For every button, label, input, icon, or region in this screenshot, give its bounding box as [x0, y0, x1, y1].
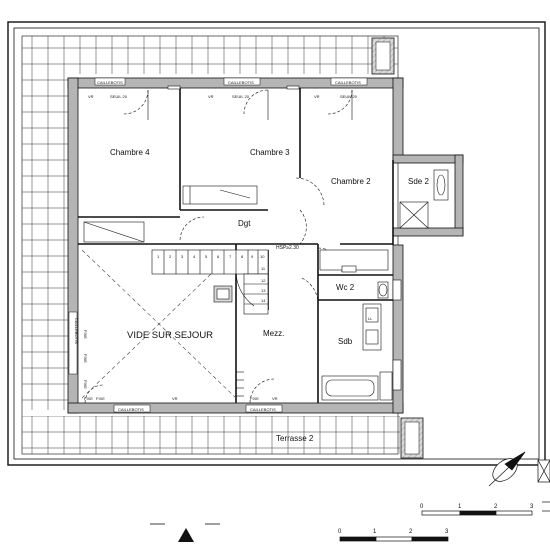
svg-text:1: 1 [458, 504, 462, 510]
svg-text:1: 1 [373, 529, 377, 535]
svg-text:3: 3 [530, 504, 534, 510]
svg-text:8: 8 [241, 254, 244, 259]
void-cross [81, 249, 237, 399]
svg-text:7: 7 [229, 254, 232, 259]
caillebotis-label: CAILLEBOTIS [74, 318, 79, 344]
svg-text:14: 14 [261, 298, 266, 303]
stair-numbers: 1 2 3 4 5 6 7 8 9 10 11 12 13 14 [157, 254, 266, 303]
room-mezz: Mezz. [263, 329, 284, 338]
room-wc-2: Wc 2 [336, 283, 355, 292]
room-labels: Chambre 4 Chambre 3 Chambre 2 Sde 2 Dgt … [110, 148, 429, 443]
svg-text:13: 13 [261, 288, 266, 293]
svg-text:2: 2 [169, 254, 172, 259]
scale-bar-upper [421, 501, 550, 516]
caillebotis-label: CAILLEBOTIS [335, 80, 361, 85]
svg-text:11: 11 [261, 266, 266, 271]
svg-text:2: 2 [494, 504, 498, 510]
room-chambre-3: Chambre 3 [250, 148, 290, 157]
scale-lower-labels: 0 1 2 3 [338, 529, 449, 535]
seuil-label: SEUIL 20 [110, 94, 128, 99]
vr-label: VR [208, 94, 214, 99]
direction-triangle-icon [150, 523, 220, 542]
mezzanine-railing [236, 371, 244, 397]
interior-walls [78, 88, 394, 403]
room-sde-2: Sde 2 [408, 177, 429, 186]
svg-text:10: 10 [260, 254, 265, 259]
svg-text:6: 6 [217, 254, 220, 259]
room-vide-sur-sejour: VIDE SUR SEJOUR [127, 330, 213, 341]
caillebotis-bottom: CAILLEBOTIS CAILLEBOTIS [113, 404, 283, 413]
caillebotis-left: CAILLEBOTIS [68, 311, 79, 375]
caillebotis-top: CAILLEBOTIS CAILLEBOTIS CAILLEBOTIS [94, 77, 368, 86]
room-dgt: Dgt [238, 219, 251, 228]
scale-upper-labels: 0 1 2 3 [420, 504, 534, 510]
staircase [151, 249, 269, 315]
vr-label: VR [88, 94, 94, 99]
room-chambre-2: Chambre 2 [331, 177, 371, 186]
terrace-tiles [21, 35, 400, 455]
room-sdb: Sdb [338, 337, 353, 346]
caillebotis-label: CAILLEBOTIS [250, 407, 276, 412]
terrace-border [7, 21, 546, 466]
svg-text:9: 9 [251, 254, 254, 259]
svg-text:0: 0 [420, 504, 424, 510]
room-terrasse-2: Terrasse 2 [276, 434, 314, 443]
svg-text:0: 0 [338, 529, 342, 535]
caillebotis-label: CAILLEBOTIS [118, 407, 144, 412]
svg-text:3: 3 [181, 254, 184, 259]
height-mark: HSP≥2.30 [276, 245, 299, 251]
caillebotis-label: CAILLEBOTIS [228, 80, 254, 85]
fixe-label: FIXE [83, 330, 88, 339]
fixe-label: FIXE [83, 354, 88, 363]
ll-label: LL [368, 316, 373, 321]
svg-text:1: 1 [157, 254, 160, 259]
room-chambre-4: Chambre 4 [110, 148, 150, 157]
svg-text:12: 12 [261, 278, 266, 283]
windows-right [392, 279, 402, 391]
svg-text:2: 2 [409, 529, 413, 535]
small-annotations: VR SEUIL 20 VR SEUIL 20 VR SEUIL 20 FIXE… [83, 94, 373, 401]
vr-label: VR [172, 396, 178, 401]
seuil-label: SEUIL 20 [232, 94, 250, 99]
fixe-label: FIXE [84, 396, 93, 401]
fixe-label: FIXE [250, 396, 259, 401]
svg-text:5: 5 [205, 254, 208, 259]
fixe-label: FIXE [96, 396, 105, 401]
exterior-walls [67, 77, 464, 414]
planter-top-right [371, 37, 395, 75]
planter-bottom-right [400, 417, 424, 459]
vr-label: VR [272, 396, 278, 401]
door-swings [84, 89, 353, 404]
scale-bar-lower [339, 536, 449, 542]
vr-label: VR [314, 94, 320, 99]
svg-text:4: 4 [193, 254, 196, 259]
svg-text:3: 3 [445, 529, 449, 535]
fixe-label: FIXE [83, 380, 88, 389]
bathroom-fixtures [83, 169, 449, 401]
north-arrow-icon [488, 451, 550, 487]
windows-top [167, 85, 300, 90]
seuil-label: SEUIL 20 [340, 94, 358, 99]
caillebotis-label: CAILLEBOTIS [97, 80, 123, 85]
